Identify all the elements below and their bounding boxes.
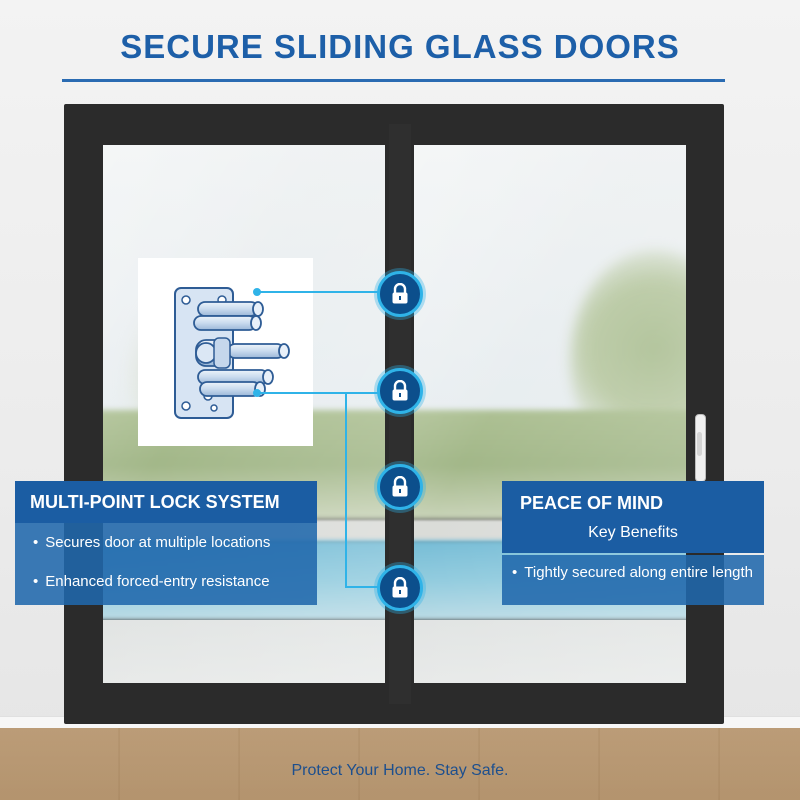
lock-system-benefits: Secures door at multiple locations Enhan… xyxy=(15,523,317,605)
multi-point-lock-diagram xyxy=(138,258,313,446)
key-benefits-subheading: Key Benefits xyxy=(588,524,678,541)
lock-system-heading-text: MULTI-POINT LOCK SYSTEM xyxy=(30,492,280,512)
padlock-icon xyxy=(377,464,423,510)
page-title: SECURE SLIDING GLASS DOORS xyxy=(120,28,680,65)
list-item: Secures door at multiple locations xyxy=(33,533,317,552)
list-item: Enhanced forced-entry resistance xyxy=(33,572,317,591)
padlock-icon xyxy=(377,271,423,317)
footer-tagline: Protect Your Home. Stay Safe. xyxy=(291,762,509,779)
door-mullion xyxy=(389,124,411,704)
padlock-icon xyxy=(377,368,423,414)
peace-of-mind-heading: PEACE OF MIND xyxy=(520,493,664,513)
wood-floor xyxy=(0,728,800,800)
peace-of-mind-panel: PEACE OF MIND Key Benefits xyxy=(502,481,764,553)
peace-of-mind-benefits: Tightly secured along entire length xyxy=(502,555,764,605)
padlock-icon xyxy=(377,565,423,611)
door-handle xyxy=(697,432,702,456)
list-item: Tightly secured along entire length xyxy=(512,563,754,582)
lock-system-heading: MULTI-POINT LOCK SYSTEM xyxy=(15,481,317,523)
title-divider xyxy=(62,79,725,82)
